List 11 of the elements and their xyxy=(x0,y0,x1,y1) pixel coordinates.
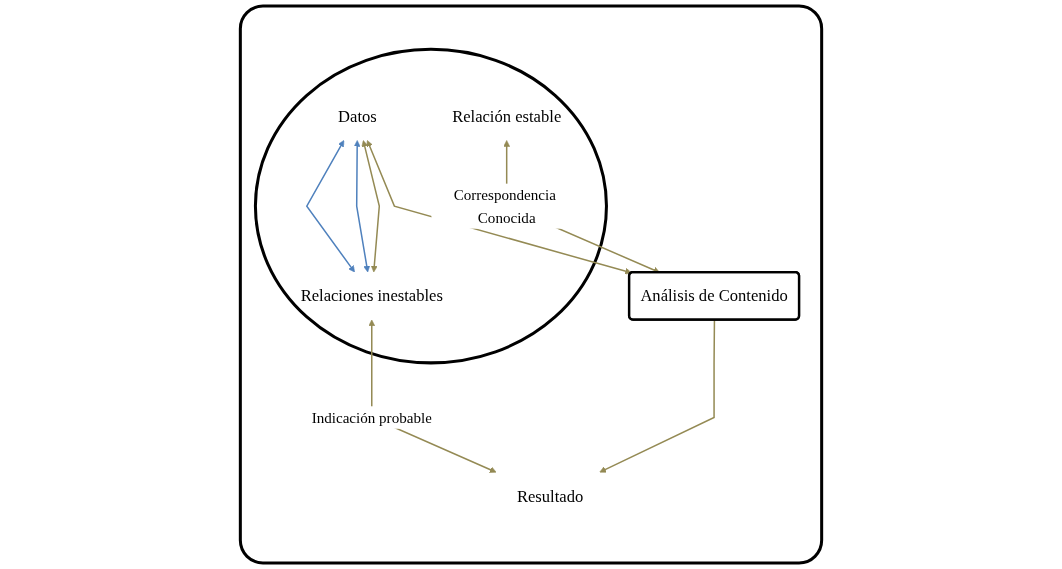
edge-label: Correspondencia Conocida xyxy=(453,186,556,226)
arrow xyxy=(599,319,716,473)
arrow xyxy=(361,140,381,273)
edge-label: Indicación probable xyxy=(311,409,432,426)
node-text: Relación estable xyxy=(452,107,562,126)
node-text: Relaciones inestables xyxy=(300,286,443,306)
node-text: Resultado xyxy=(516,486,584,506)
arrow xyxy=(353,140,371,273)
node-text: Datos xyxy=(338,107,377,126)
arrow xyxy=(305,140,355,273)
cluster xyxy=(238,4,824,565)
